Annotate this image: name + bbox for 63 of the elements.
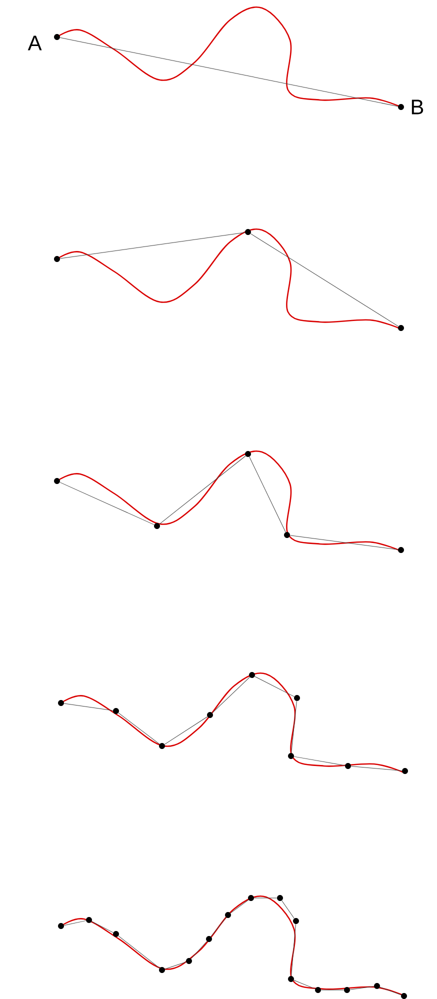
- line-segment: [282, 900, 294, 919]
- line-segment: [350, 766, 402, 771]
- point: [288, 976, 294, 982]
- point: [398, 325, 404, 331]
- point: [293, 918, 299, 924]
- point: [249, 672, 255, 678]
- point: [154, 523, 160, 529]
- line-segment: [60, 482, 154, 525]
- point: [159, 967, 165, 973]
- point: [245, 229, 251, 235]
- point: [401, 993, 407, 999]
- point: [398, 104, 404, 110]
- line-segment: [294, 980, 316, 990]
- line-segment: [210, 917, 226, 937]
- line-segment: [92, 921, 114, 933]
- line-segment: [118, 712, 160, 744]
- line-segment: [60, 37, 398, 107]
- point: [345, 763, 351, 769]
- line-segment: [380, 986, 402, 996]
- point: [54, 478, 60, 484]
- point: [288, 753, 294, 759]
- point: [206, 936, 212, 942]
- point: [225, 912, 231, 918]
- point: [248, 895, 254, 901]
- line-segment: [212, 676, 250, 714]
- line-segment: [190, 941, 208, 959]
- point: [113, 931, 119, 937]
- point: [277, 895, 283, 901]
- line-segment: [291, 924, 296, 976]
- point: [294, 695, 300, 701]
- point: [113, 708, 119, 714]
- line-segment: [250, 233, 399, 327]
- point: [402, 768, 408, 774]
- point: [159, 743, 165, 749]
- line-segment: [249, 456, 286, 532]
- point: [374, 983, 380, 989]
- point: [398, 547, 404, 553]
- line-segment: [230, 900, 249, 914]
- line-segment: [254, 676, 294, 697]
- point: [58, 923, 64, 929]
- line-segment: [164, 962, 186, 970]
- point: [54, 34, 60, 40]
- point: [86, 917, 92, 923]
- line-segment: [350, 986, 374, 990]
- point-label: B: [412, 100, 424, 114]
- line-segment: [294, 756, 346, 766]
- line-segment: [64, 920, 86, 926]
- line-segment: [159, 456, 246, 524]
- line-segment: [118, 936, 160, 968]
- point: [207, 712, 213, 718]
- line-segment: [291, 700, 297, 754]
- point: [58, 700, 64, 706]
- point: [186, 958, 192, 964]
- point-label: A: [28, 36, 42, 50]
- line-segment: [64, 703, 114, 711]
- point: [315, 987, 321, 993]
- line-segment: [290, 535, 398, 550]
- line-segment: [60, 232, 246, 259]
- point: [245, 451, 251, 457]
- point: [344, 987, 350, 993]
- point: [54, 256, 60, 262]
- point: [284, 532, 290, 538]
- line-segment: [164, 716, 208, 745]
